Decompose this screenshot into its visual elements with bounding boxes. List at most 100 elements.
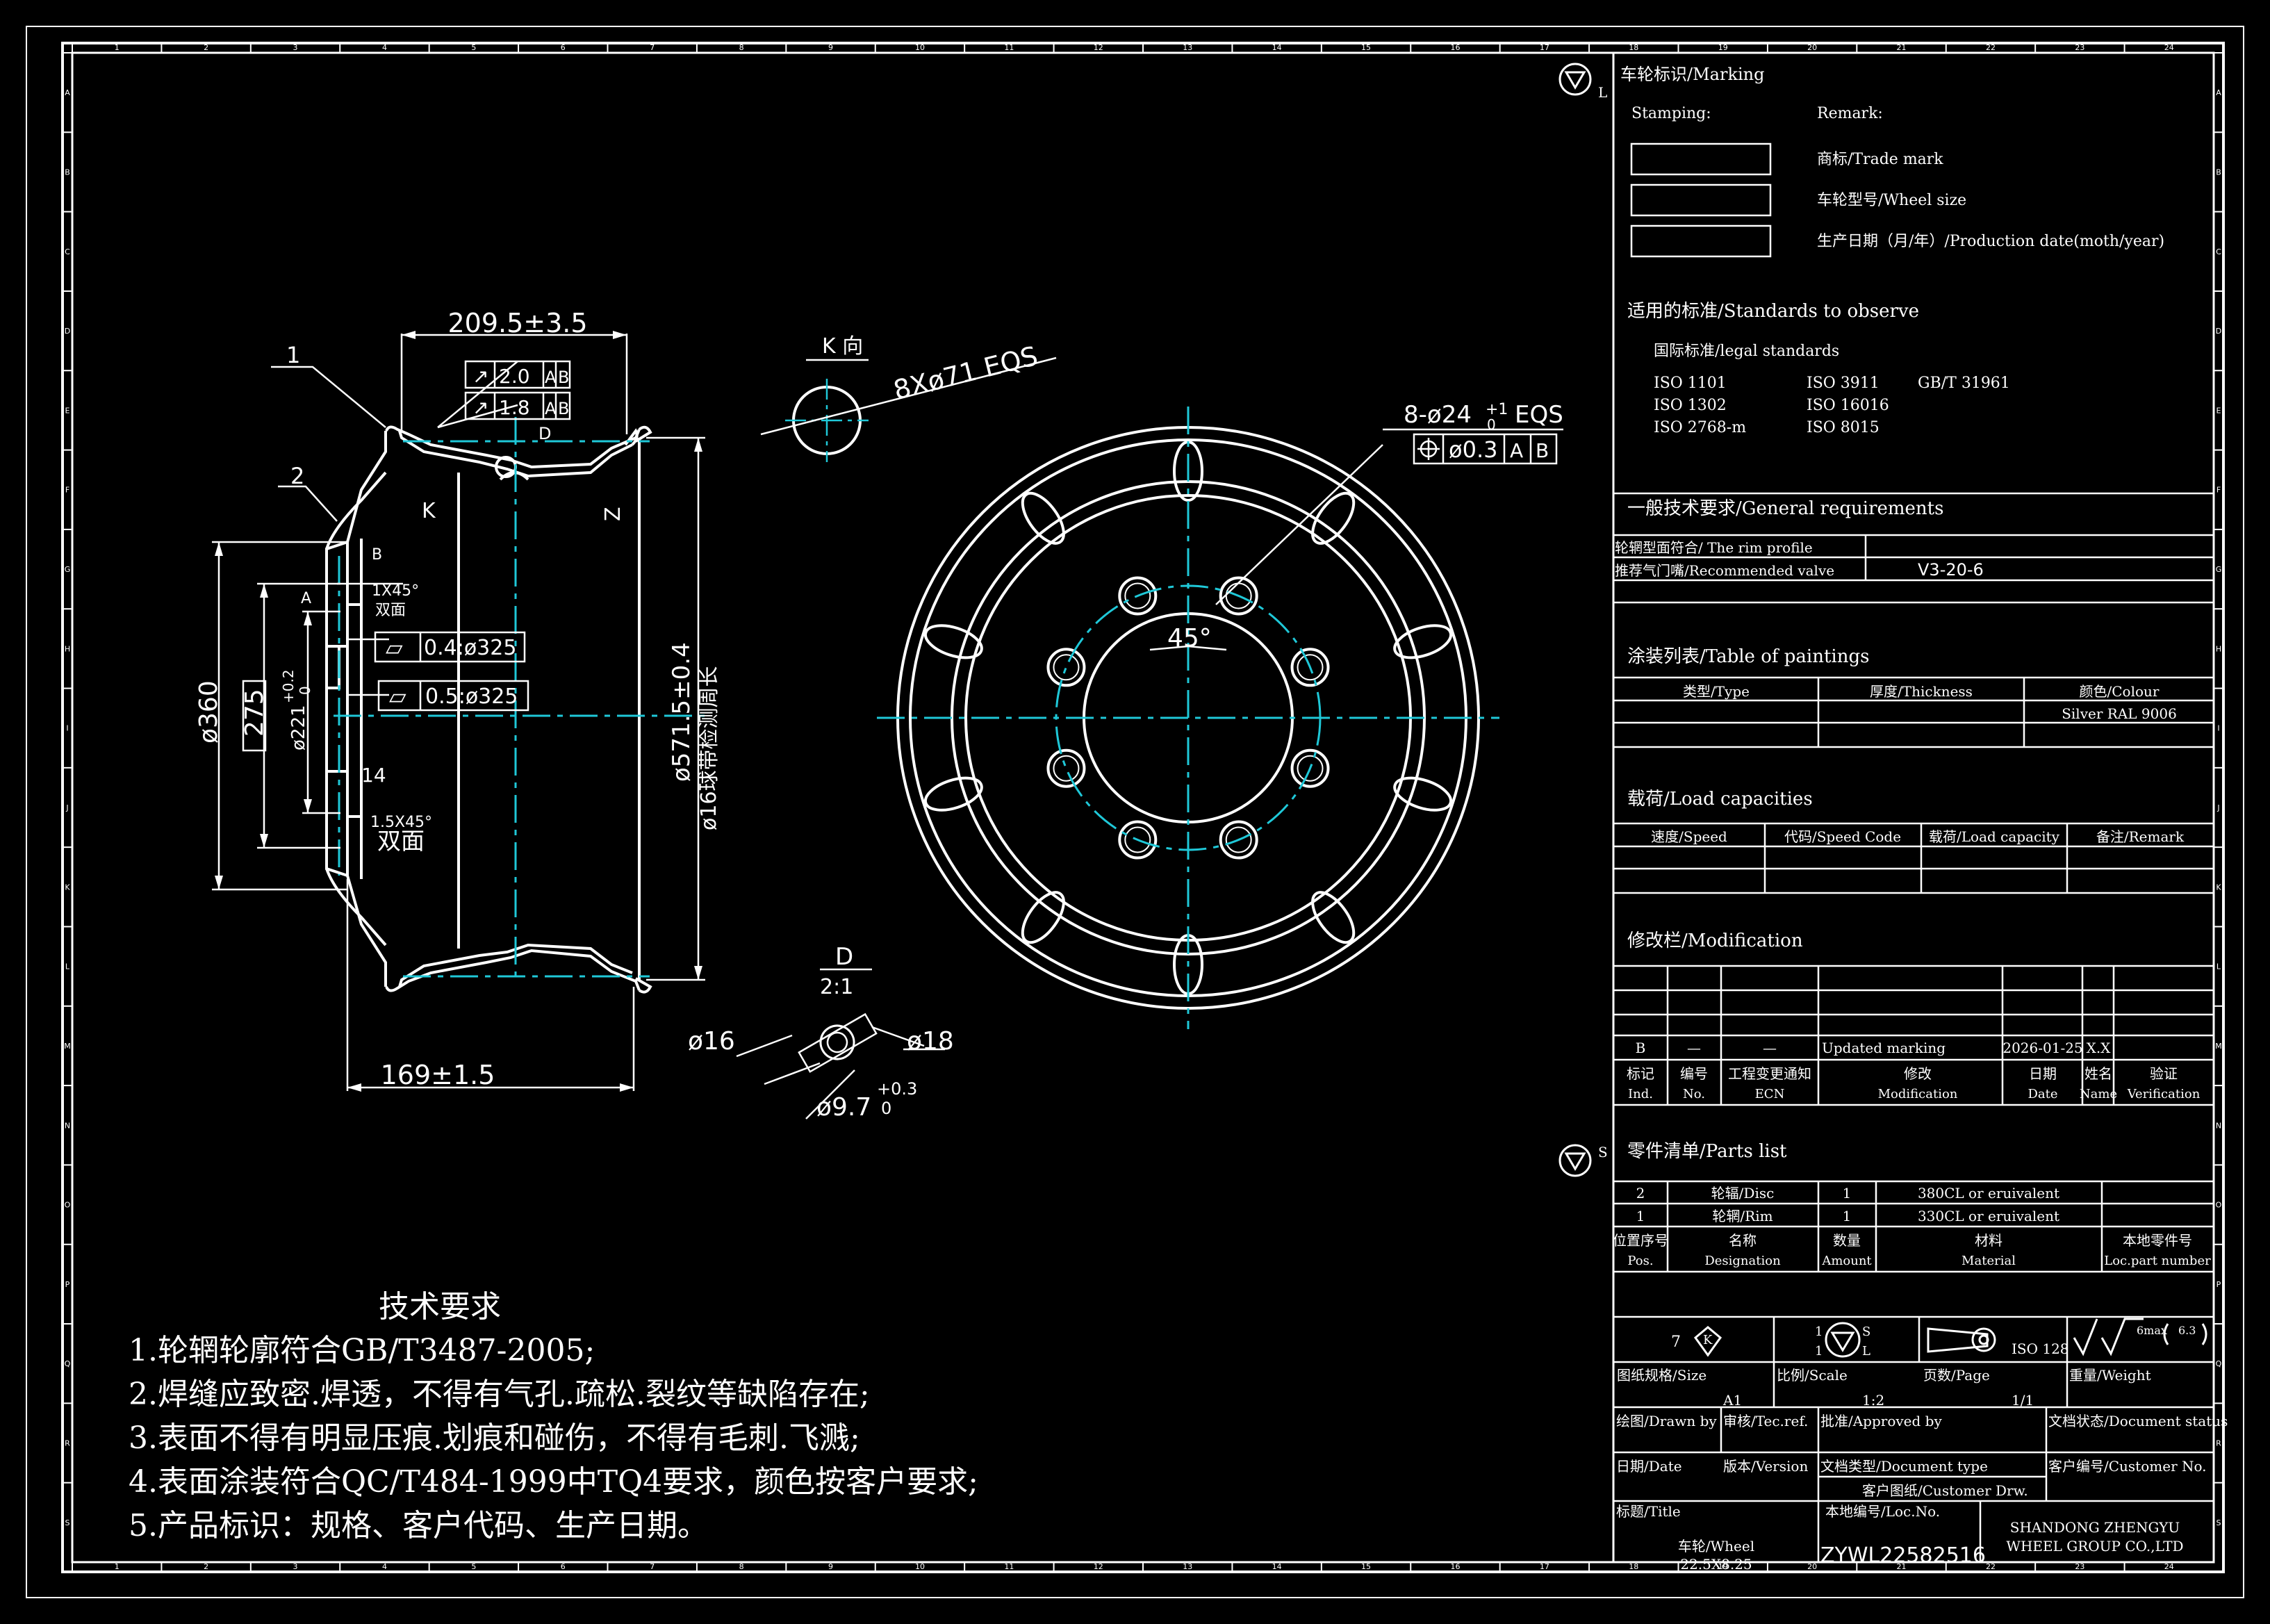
marking-l-symbol: L <box>1598 84 1607 101</box>
frame-letter-left: I <box>66 724 68 733</box>
frame-letter-left: M <box>64 1042 71 1051</box>
frame-letter-left: D <box>65 327 70 336</box>
parts-header-cn: 数量 <box>1833 1232 1861 1249</box>
tech-req-item-3: 3.表面不得有明显压痕.划痕和碰伤，不得有毛刺.飞溅; <box>129 1420 860 1456</box>
frame-letter-right: M <box>2215 1042 2222 1051</box>
frame-number-top: 22 <box>1986 43 1996 52</box>
frame-letter-left: J <box>65 803 68 812</box>
marking-title: 车轮标识/Marking <box>1620 65 1764 84</box>
mod-header-en: Ind. <box>1628 1087 1653 1101</box>
section-dimension-lines <box>212 334 705 1091</box>
detail-d-tol-bot: 0 <box>881 1099 891 1118</box>
title-value-2: 22.5X8.25 <box>1680 1556 1752 1573</box>
custno-label: 客户编号/Customer No. <box>2048 1458 2207 1475</box>
dim-dia-571-note: ø16球带检测周长 <box>697 666 721 830</box>
dim-dia-360: ø360 <box>195 680 223 744</box>
dim-bottom-width: 169±1.5 <box>381 1060 495 1090</box>
symbol-rough1: 6max <box>2137 1324 2167 1337</box>
front-view-holes <box>923 441 1453 995</box>
paint-header-type: 类型/Type <box>1683 683 1750 700</box>
d-label: D <box>538 424 551 443</box>
frame-letter-left: K <box>65 883 70 892</box>
frame-number-top: 1 <box>115 43 120 52</box>
detail-d-scale: 2:1 <box>820 975 853 999</box>
frame-number-top: 2 <box>204 43 208 52</box>
leader-1-label: 1 <box>286 342 300 368</box>
title-block-text: 车轮标识/Marking L Stamping: Remark: 商标/Trad… <box>1598 65 2228 1573</box>
mod-header-cn: 编号 <box>1680 1065 1708 1082</box>
tech-req-item-2: 2.焊缝应致密.焊透，不得有气孔.疏松.裂纹等缺陷存在; <box>129 1377 870 1412</box>
tecref-label: 审核/Tec.ref. <box>1723 1413 1808 1429</box>
std-gbt31961: GB/T 31961 <box>1918 375 2010 392</box>
frame-letter-left: R <box>65 1439 70 1448</box>
detail-d <box>736 968 945 1119</box>
fcf-1-ref-b: B <box>558 368 569 387</box>
symbol-rough2: 6.3 <box>2178 1324 2196 1337</box>
mod-header-en: No. <box>1683 1087 1705 1101</box>
bolt-hole-inner <box>1297 654 1324 681</box>
tech-req-item-1: 1.轮辋轮廓符合GB/T3487-2005; <box>129 1333 595 1368</box>
position-fcf-value: ø0.3 <box>1449 436 1497 463</box>
frame-letter-left: F <box>65 486 69 495</box>
loads-title: 载荷/Load capacities <box>1627 789 1813 810</box>
bolt-hole <box>1219 820 1258 860</box>
position-fcf-ref-a: A <box>1510 439 1523 462</box>
locno-value: ZYWL22582516 <box>1820 1543 1986 1568</box>
chamfer-2: 1.5X45° <box>370 814 432 831</box>
frame-letter-left: H <box>65 644 70 653</box>
frame-number-top: 21 <box>1897 43 1907 52</box>
frame-number-bottom: 9 <box>828 1562 833 1571</box>
frame-letter-right: R <box>2216 1439 2221 1448</box>
drawn-label: 绘图/Drawn by <box>1616 1413 1717 1429</box>
frame-letter-left: C <box>65 247 70 256</box>
frame-number-bottom: 4 <box>382 1562 387 1571</box>
bolt-hole <box>1290 748 1330 788</box>
parts-header-en: Amount <box>1821 1254 1872 1268</box>
frame-number-bottom: 14 <box>1272 1562 1282 1571</box>
mod-header-cn: 姓名 <box>2084 1065 2112 1082</box>
dim-dia-571: ø571.5±0.4 <box>668 642 696 782</box>
frame-letter-left: P <box>65 1280 70 1289</box>
frame-number-bottom: 13 <box>1183 1562 1192 1571</box>
frame-letter-right: A <box>2216 88 2221 97</box>
date-label: 日期/Date <box>1616 1458 1682 1475</box>
page-label: 页数/Page <box>1923 1367 1990 1384</box>
paint-header-thickness: 厚度/Thickness <box>1870 683 1973 700</box>
z-label: Z <box>601 507 625 521</box>
general-rim-profile: 轮辋型面符合/ The rim profile <box>1615 539 1813 556</box>
parts-cell: 轮辐/Disc <box>1711 1185 1775 1201</box>
frame-number-bottom: 8 <box>739 1562 744 1571</box>
fcf-3-symbol: ▱ <box>386 634 403 661</box>
position-fcf-ref-b: B <box>1536 439 1549 462</box>
frame-number-bottom: 20 <box>1807 1562 1817 1571</box>
frame-letter-right: S <box>2216 1518 2221 1527</box>
tech-req-title: 技术要求 <box>379 1289 501 1324</box>
fcf-1-value: 2.0 <box>499 365 530 388</box>
locno-label: 本地编号/Loc.No. <box>1825 1503 1940 1520</box>
frame-number-bottom: 15 <box>1361 1562 1371 1571</box>
chamfer-2-note: 双面 <box>377 828 425 855</box>
frame-letter-right: P <box>2216 1280 2221 1289</box>
dim-dia-221: ø221 <box>288 705 309 751</box>
general-valve: 推荐气门嘴/Recommended valve <box>1615 562 1834 579</box>
fcf-1-ref-a: A <box>545 368 557 387</box>
parts-header-cn: 本地零件号 <box>2123 1232 2192 1249</box>
frame-number-top: 6 <box>561 43 566 52</box>
std-iso2768: ISO 2768-m <box>1654 419 1746 436</box>
mod-header-en: Name <box>2080 1087 2117 1101</box>
frame-letter-right: C <box>2216 247 2221 256</box>
mod-header-en: Date <box>2028 1087 2057 1101</box>
fcf-4-symbol: ▱ <box>389 683 406 710</box>
parts-title: 零件清单/Parts list <box>1627 1141 1787 1162</box>
parts-header-en: Pos. <box>1627 1254 1653 1268</box>
parts-cell: 1 <box>1636 1208 1645 1224</box>
vent-hole <box>1393 624 1453 659</box>
bolt-hole <box>1290 648 1330 687</box>
symbol-l-1: 1 <box>1815 1344 1823 1359</box>
mod-row-b-cell: B <box>1636 1040 1646 1056</box>
detail-d-tol-top: +0.3 <box>877 1079 917 1099</box>
bolt-hole <box>1046 648 1086 687</box>
mod-header-cn: 修改 <box>1904 1065 1932 1082</box>
